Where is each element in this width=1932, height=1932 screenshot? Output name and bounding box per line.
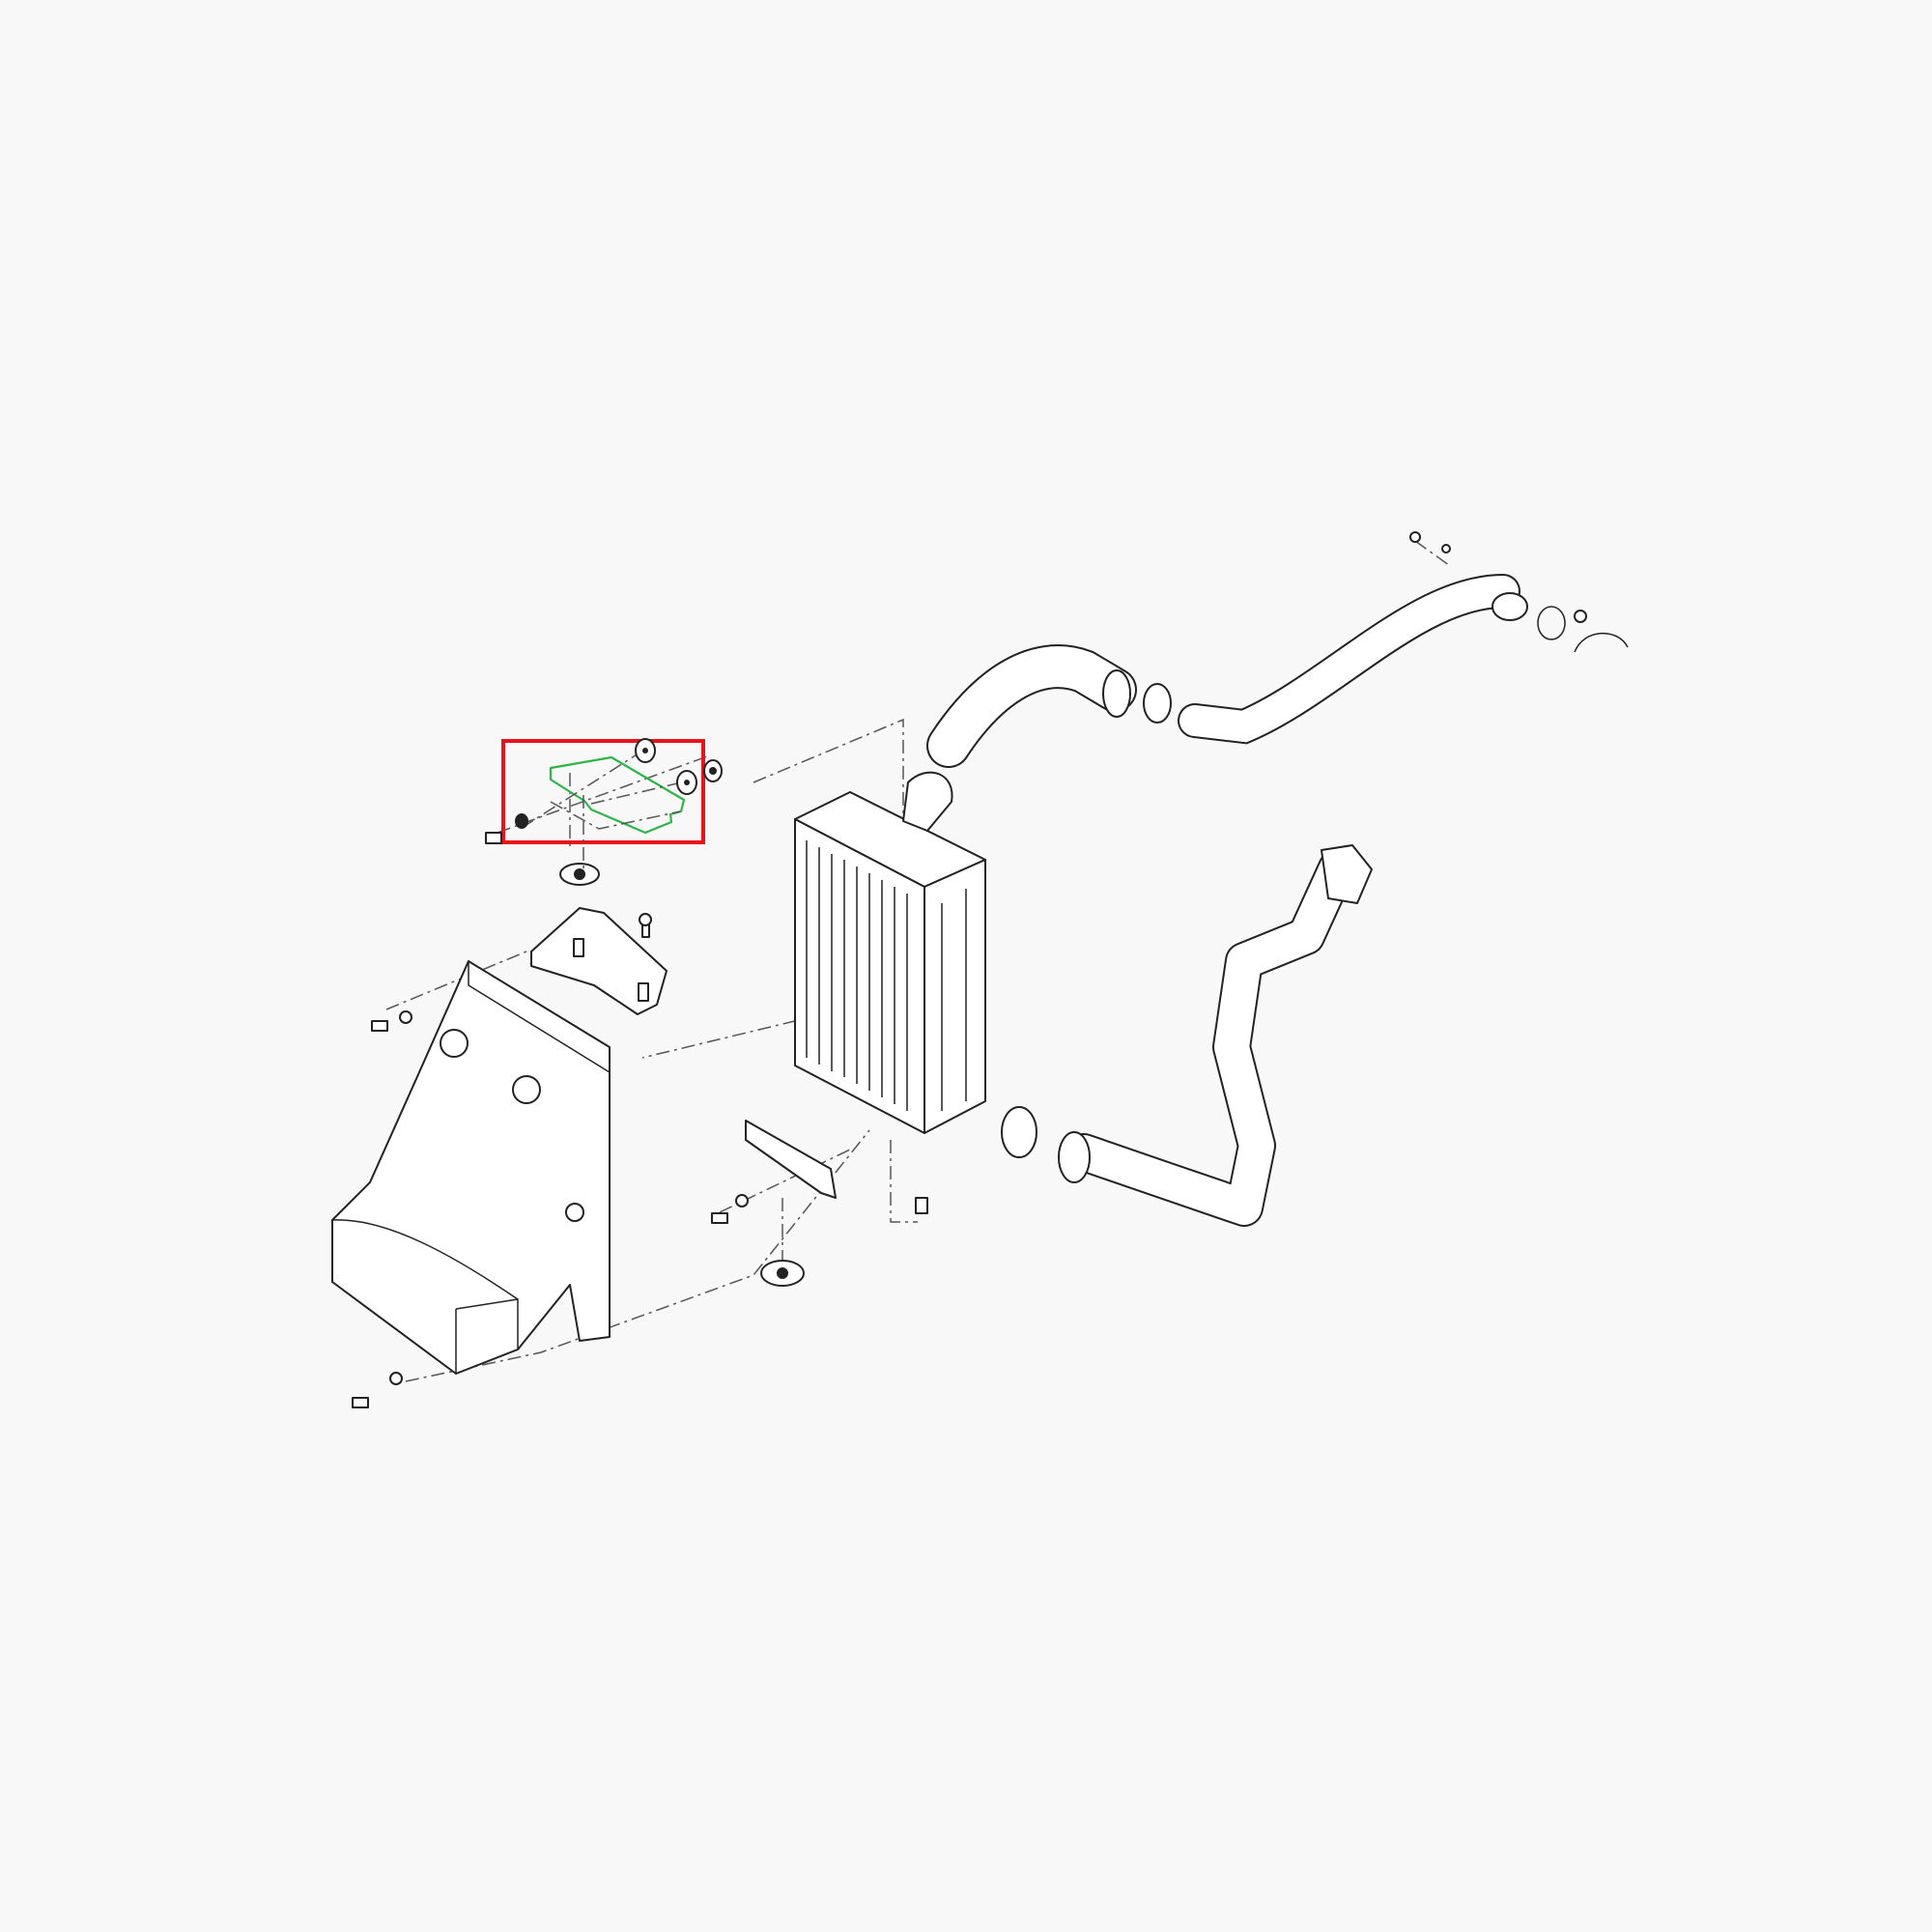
highlighted-bracket — [549, 755, 686, 835]
mount-bracket-upper — [530, 863, 668, 1015]
charge-air-hose-upper — [926, 644, 1172, 768]
air-duct — [331, 960, 611, 1375]
mount-bracket-lower — [745, 1120, 928, 1287]
intercooler — [794, 771, 1037, 1158]
charge-air-hose-top — [1178, 531, 1629, 745]
highlighted-bracket-group — [485, 738, 723, 869]
charge-air-hose-lower — [1058, 844, 1373, 1227]
highlight-box — [501, 739, 705, 844]
fasteners — [352, 1010, 749, 1408]
